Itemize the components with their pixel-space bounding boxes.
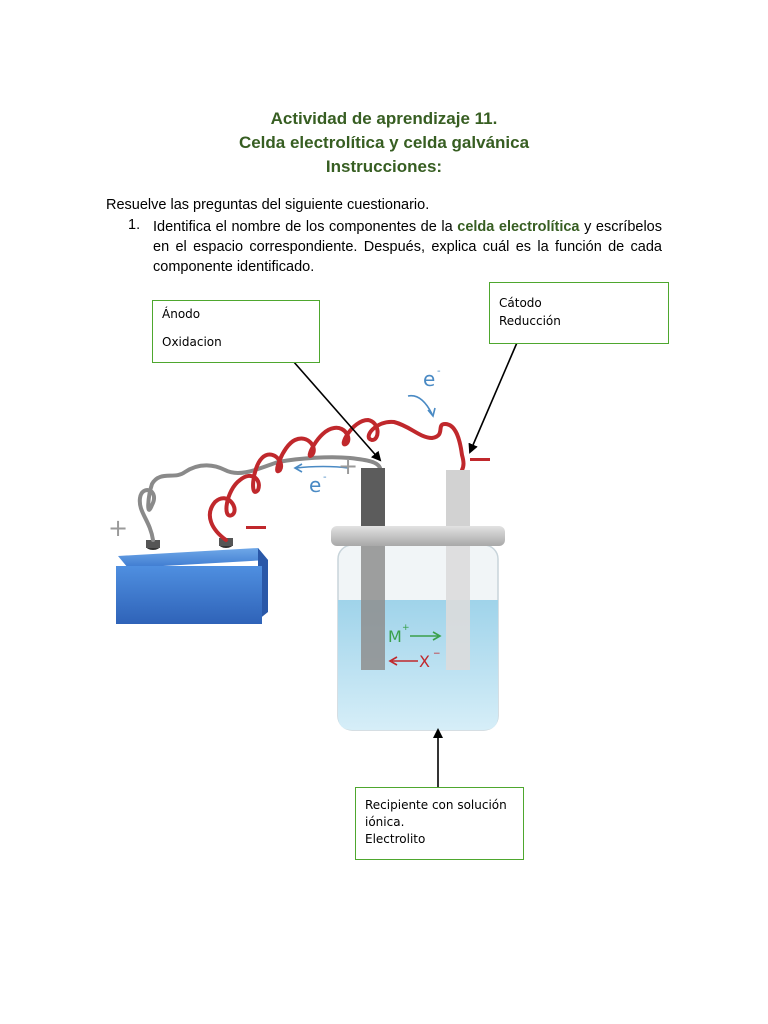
cathode-minus-sign	[470, 458, 490, 461]
cathode-callout-arrow	[468, 330, 523, 454]
intro-text: Resuelve las preguntas del siguiente cue…	[106, 197, 430, 213]
title-line-2: Celda electrolítica y celda galvánica	[238, 133, 530, 152]
beaker-rim	[331, 526, 505, 546]
battery-minus-sign	[246, 526, 266, 529]
battery-plus-sign: +	[108, 514, 128, 542]
anode-function: Oxidacion	[162, 335, 222, 349]
svg-text:+: +	[402, 623, 410, 633]
question-text: Identifica el nombre de los componentes …	[153, 217, 662, 277]
cation-label: M	[388, 627, 402, 646]
battery	[116, 538, 268, 624]
question-number: 1.	[128, 217, 141, 233]
title-line-1: Actividad de aprendizaje 11.	[270, 109, 498, 128]
anode-name: Ánodo	[162, 307, 201, 321]
electron-arrow-bottom	[295, 465, 349, 469]
electrolyte-line-2: iónica.	[365, 815, 405, 829]
electron-arrow-top	[407, 394, 433, 415]
electrolyte-answer-box[interactable]: Recipiente con solución iónica. Electrol…	[355, 787, 524, 860]
electrolyte-line-1: Recipiente con solución	[365, 798, 507, 812]
cathode-name: Cátodo	[499, 296, 542, 310]
electrolyte-line-3: Electrolito	[365, 832, 426, 846]
svg-text:-: -	[437, 366, 441, 377]
cathode-electrode	[446, 546, 470, 670]
anode-callout-arrow	[292, 360, 382, 462]
anion-label: X	[419, 652, 430, 671]
svg-text:-: -	[323, 472, 327, 483]
cathode-function: Reducción	[499, 314, 561, 328]
negative-wire	[207, 417, 466, 542]
beaker	[331, 526, 505, 731]
anode-answer-box[interactable]: Ánodo Oxidacion	[152, 300, 320, 363]
anode-electrode-top	[361, 468, 385, 526]
title-line-3: Instrucciones:	[325, 157, 443, 176]
anode-electrode	[361, 546, 385, 670]
electron-label-top: e	[423, 367, 435, 391]
anode-plus-sign: +	[338, 452, 358, 480]
battery-front	[116, 566, 262, 624]
svg-text:−: −	[433, 649, 441, 659]
positive-wire	[137, 455, 382, 542]
question-highlight: celda electrolítica	[457, 219, 580, 235]
battery-top	[118, 548, 268, 568]
cathode-electrode-top	[446, 470, 470, 526]
cathode-answer-box[interactable]: Cátodo Reducción	[489, 282, 669, 344]
electron-label-bottom: e	[309, 473, 321, 497]
question-text-after: y escríbelos en el espacio correspondien…	[153, 219, 662, 275]
question-text-before: Identifica el nombre de los componentes …	[153, 219, 458, 235]
